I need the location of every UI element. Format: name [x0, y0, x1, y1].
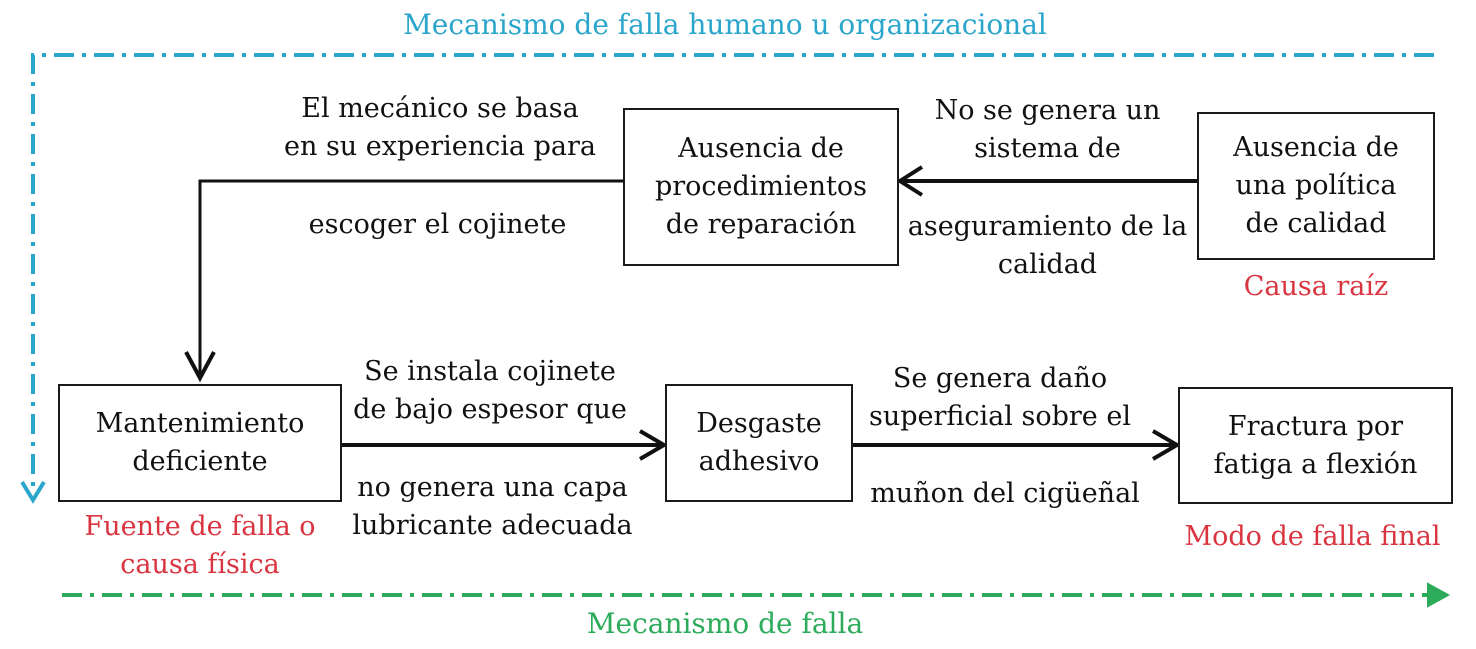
human-mechanism-arrowhead — [20, 480, 46, 504]
edge-label-procedimientos-bottom: escoger el cojinete — [308, 209, 567, 240]
box-ausencia-procedimientos-text: Ausencia de procedimientos de reparación — [654, 133, 868, 240]
box-desgaste-text: Desgaste adhesivo — [696, 408, 822, 477]
edge-label-mantenimiento-top: Se instala cojinete de bajo espesor que — [353, 356, 627, 425]
box-fractura-text: Fractura por fatiga a flexión — [1213, 410, 1418, 480]
box-fractura: Fractura por fatiga a flexión — [1178, 387, 1453, 504]
edge-label-mantenimiento-bottom: no genera una capa lubricante adecuada — [352, 472, 633, 541]
edge-label-desgaste-bottom: muñon del cigüeñal — [870, 478, 1140, 509]
box-mantenimiento-text: Mantenimiento deficiente — [95, 408, 305, 477]
annotation-modo-falla: Modo de falla final — [1184, 521, 1441, 552]
box-ausencia-politica: Ausencia de una política de calidad — [1197, 112, 1435, 260]
human-mechanism-frame-line — [31, 53, 1434, 490]
failure-mechanism-arrowhead — [1427, 582, 1451, 608]
edge-label-desgaste-top: Se genera daño superficial sobre el — [869, 363, 1131, 432]
failure-mechanism-label: Mecanismo de falla — [586, 607, 864, 640]
annotation-fuente-falla: Fuente de falla o causa física — [84, 511, 316, 580]
box-ausencia-politica-text: Ausencia de una política de calidad — [1233, 132, 1399, 239]
box-mantenimiento: Mantenimiento deficiente — [58, 384, 342, 502]
annotation-causa-raiz: Causa raíz — [1243, 271, 1389, 302]
box-ausencia-procedimientos: Ausencia de procedimientos de reparación — [623, 108, 899, 266]
edge-label-procedimientos-top: El mecánico se basa en su experiencia pa… — [284, 93, 596, 162]
human-mechanism-label: Mecanismo de falla humano u organizacion… — [403, 8, 1047, 41]
edge-label-politica-top: No se genera un sistema de — [934, 95, 1161, 164]
arrow-procedimientos-to-mantenimiento — [198, 179, 623, 376]
box-desgaste: Desgaste adhesivo — [665, 384, 853, 502]
edge-label-politica-bottom: aseguramiento de la calidad — [907, 211, 1188, 280]
